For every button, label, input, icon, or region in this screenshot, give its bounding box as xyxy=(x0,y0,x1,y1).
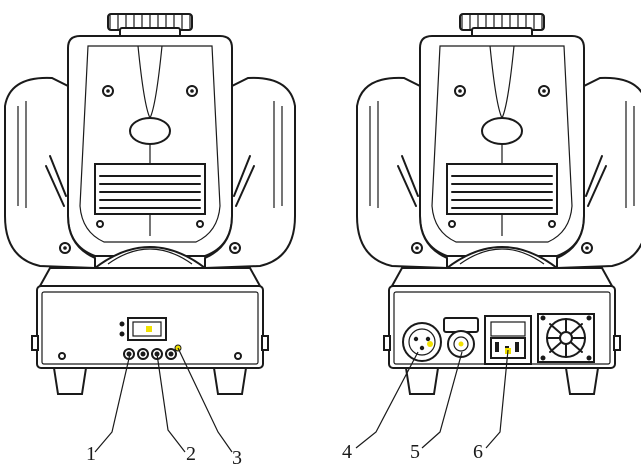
fixture-rear-view xyxy=(356,13,641,395)
leader-line-3 xyxy=(177,347,233,453)
callout-5: 5 xyxy=(410,441,420,463)
leader-line-1 xyxy=(94,353,131,453)
leader-line-4 xyxy=(355,351,419,449)
leader-line-5 xyxy=(421,351,463,449)
callout-2: 2 xyxy=(186,443,196,465)
callout-3: 3 xyxy=(232,447,242,465)
fixture-front-view xyxy=(4,13,296,395)
callout-4: 4 xyxy=(342,441,352,463)
leader-lines xyxy=(94,347,509,453)
leader-line-6 xyxy=(485,349,509,449)
callout-1: 1 xyxy=(86,443,96,465)
leader-line-2 xyxy=(156,353,186,453)
callout-6: 6 xyxy=(473,441,483,463)
